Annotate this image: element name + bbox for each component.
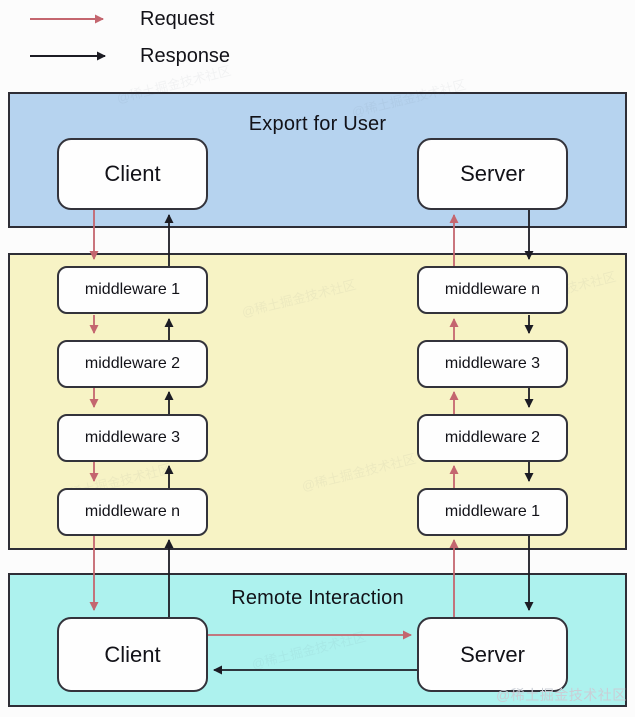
node-server-bottom: Server	[417, 617, 568, 692]
export-section-title: Export for User	[248, 113, 387, 135]
juejin-community-watermark: @稀土掘金技术社区	[496, 687, 627, 703]
node-server-top: Server	[417, 138, 568, 210]
node-middleware-right-3: middleware 3	[417, 340, 568, 388]
node-client-bottom: Client	[57, 617, 208, 692]
node-middleware-left-3: middleware 3	[57, 414, 208, 462]
node-client-top: Client	[57, 138, 208, 210]
node-middleware-right-n: middleware n	[417, 266, 568, 314]
node-middleware-left-2: middleware 2	[57, 340, 208, 388]
node-middleware-right-1: middleware 1	[417, 488, 568, 536]
node-middleware-left-n: middleware n	[57, 488, 208, 536]
node-middleware-left-1: middleware 1	[57, 266, 208, 314]
node-middleware-right-2: middleware 2	[417, 414, 568, 462]
legend-response-label: Response	[140, 45, 231, 67]
legend-request-label: Request	[140, 8, 215, 30]
remote-section-title: Remote Interaction	[231, 587, 404, 609]
